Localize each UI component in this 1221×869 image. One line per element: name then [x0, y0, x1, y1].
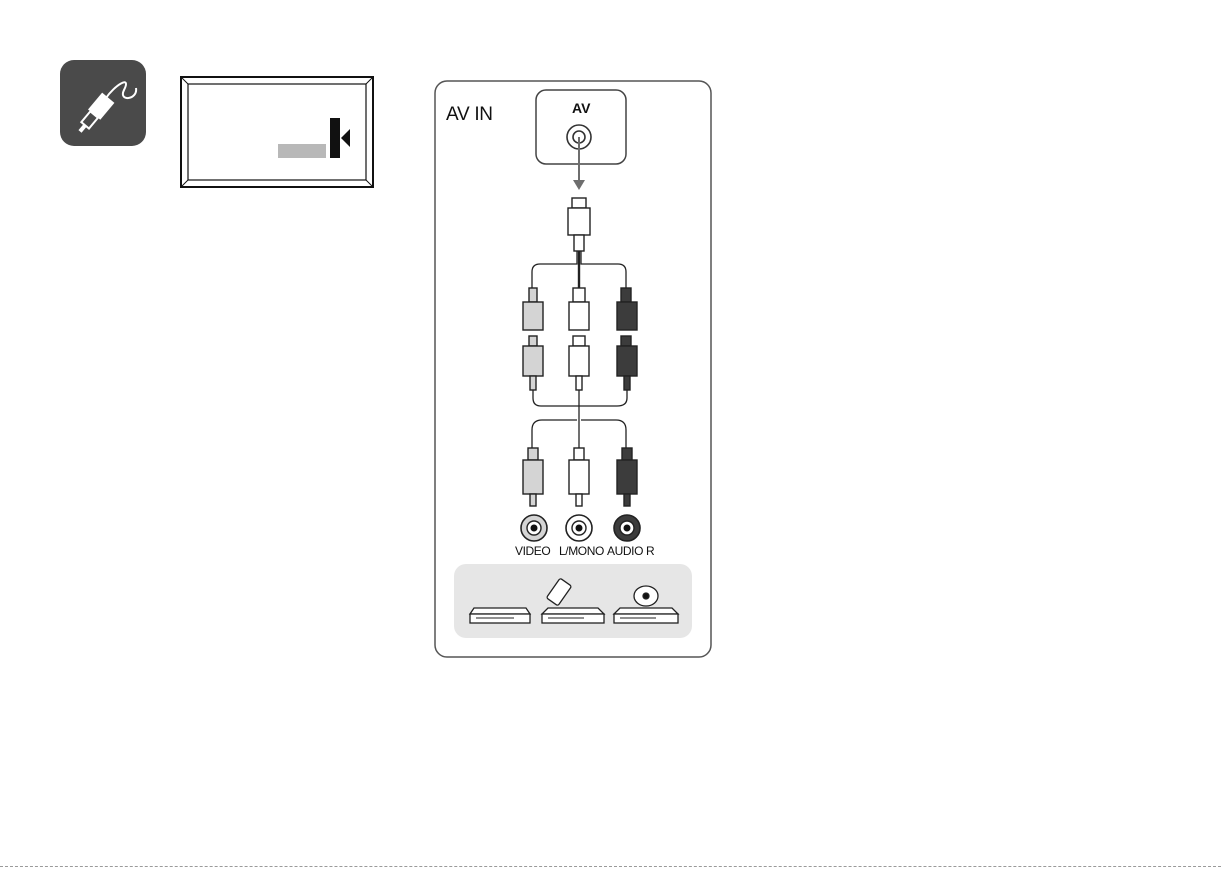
bottom-divider: [0, 866, 1221, 867]
jack-video-icon: [521, 515, 547, 541]
jack-label-lmono: L/MONO: [559, 544, 604, 558]
cable-icon: [60, 60, 146, 146]
jack-lmono-icon: [566, 515, 592, 541]
av-port-label: AV: [572, 100, 590, 116]
jack-label-video: VIDEO: [515, 544, 550, 558]
jack-label-audior: AUDIO R: [607, 544, 654, 558]
panel-title: AV IN: [446, 104, 493, 126]
tv-port-area: [278, 144, 326, 158]
av-in-connection-diagram: [434, 80, 712, 658]
tv-rear-diagram: [180, 76, 374, 188]
tv-side-panel: [330, 118, 340, 158]
jack-audior-icon: [614, 515, 640, 541]
dvd-player-icon: [470, 608, 530, 623]
